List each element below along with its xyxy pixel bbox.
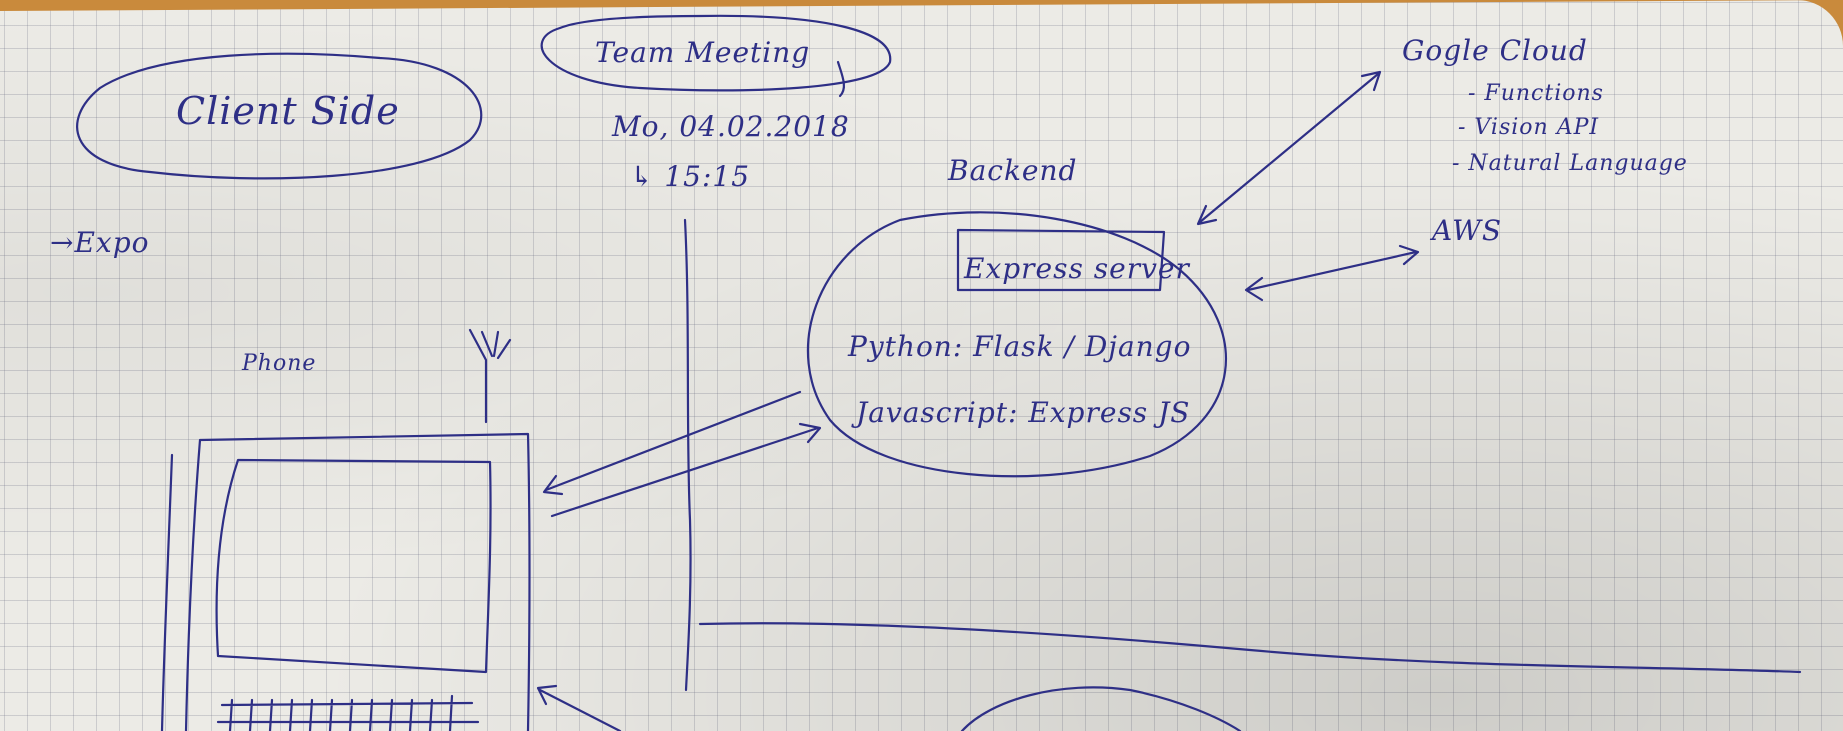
page-divider-line — [683, 218, 692, 692]
phone-to-backend-arrow — [550, 426, 820, 518]
natural-language-item: - Natural Language — [1452, 151, 1688, 176]
arrowhead-google-end — [1360, 70, 1382, 92]
express-server-label: Express server — [963, 252, 1190, 285]
functions-item: - Functions — [1468, 81, 1604, 106]
arrowhead-phone — [542, 474, 564, 496]
client-side-label: Client Side — [176, 89, 400, 133]
python-note: Python: Flask / Django — [847, 330, 1191, 363]
phone-screen-outline — [215, 458, 492, 674]
phone-body-outline — [160, 432, 531, 731]
google-cloud-label: Gogle Cloud — [1402, 34, 1588, 67]
client-side-bubble — [76, 52, 483, 180]
team-meeting-bubble — [540, 14, 892, 92]
phone-label: Phone — [241, 351, 316, 376]
arrowhead-aws-end — [1398, 244, 1420, 266]
team-meeting-label: Team Meeting — [595, 36, 810, 69]
vision-api-item: - Vision API — [1458, 115, 1599, 140]
antenna-icon — [468, 328, 512, 424]
aws-label: AWS — [1429, 214, 1502, 247]
expo-note: →Expo — [50, 226, 149, 259]
meeting-time: ↳ 15:15 — [630, 160, 750, 193]
arrowhead-backend — [798, 422, 822, 444]
team-meeting-bubble-tail — [836, 60, 846, 98]
express-server-box — [956, 228, 1166, 292]
horizontal-scribble-line — [698, 622, 1802, 674]
meeting-date: Mo, 04.02.2018 — [611, 110, 850, 143]
arrowhead-backend-end-right — [1244, 276, 1264, 302]
backend-google-cloud-arrow — [1198, 72, 1380, 224]
backend-label: Backend — [947, 154, 1077, 187]
javascript-note: Javascript: Express JS — [851, 396, 1190, 429]
bottom-curve — [960, 686, 1242, 731]
arrowhead-backend-end-top — [1196, 204, 1218, 226]
bottom-arrowhead — [536, 684, 558, 706]
backend-to-phone-arrow — [544, 390, 802, 492]
keyboard-icon — [216, 694, 480, 731]
bottom-arrow — [538, 688, 622, 731]
backend-aws-arrow — [1246, 250, 1418, 292]
